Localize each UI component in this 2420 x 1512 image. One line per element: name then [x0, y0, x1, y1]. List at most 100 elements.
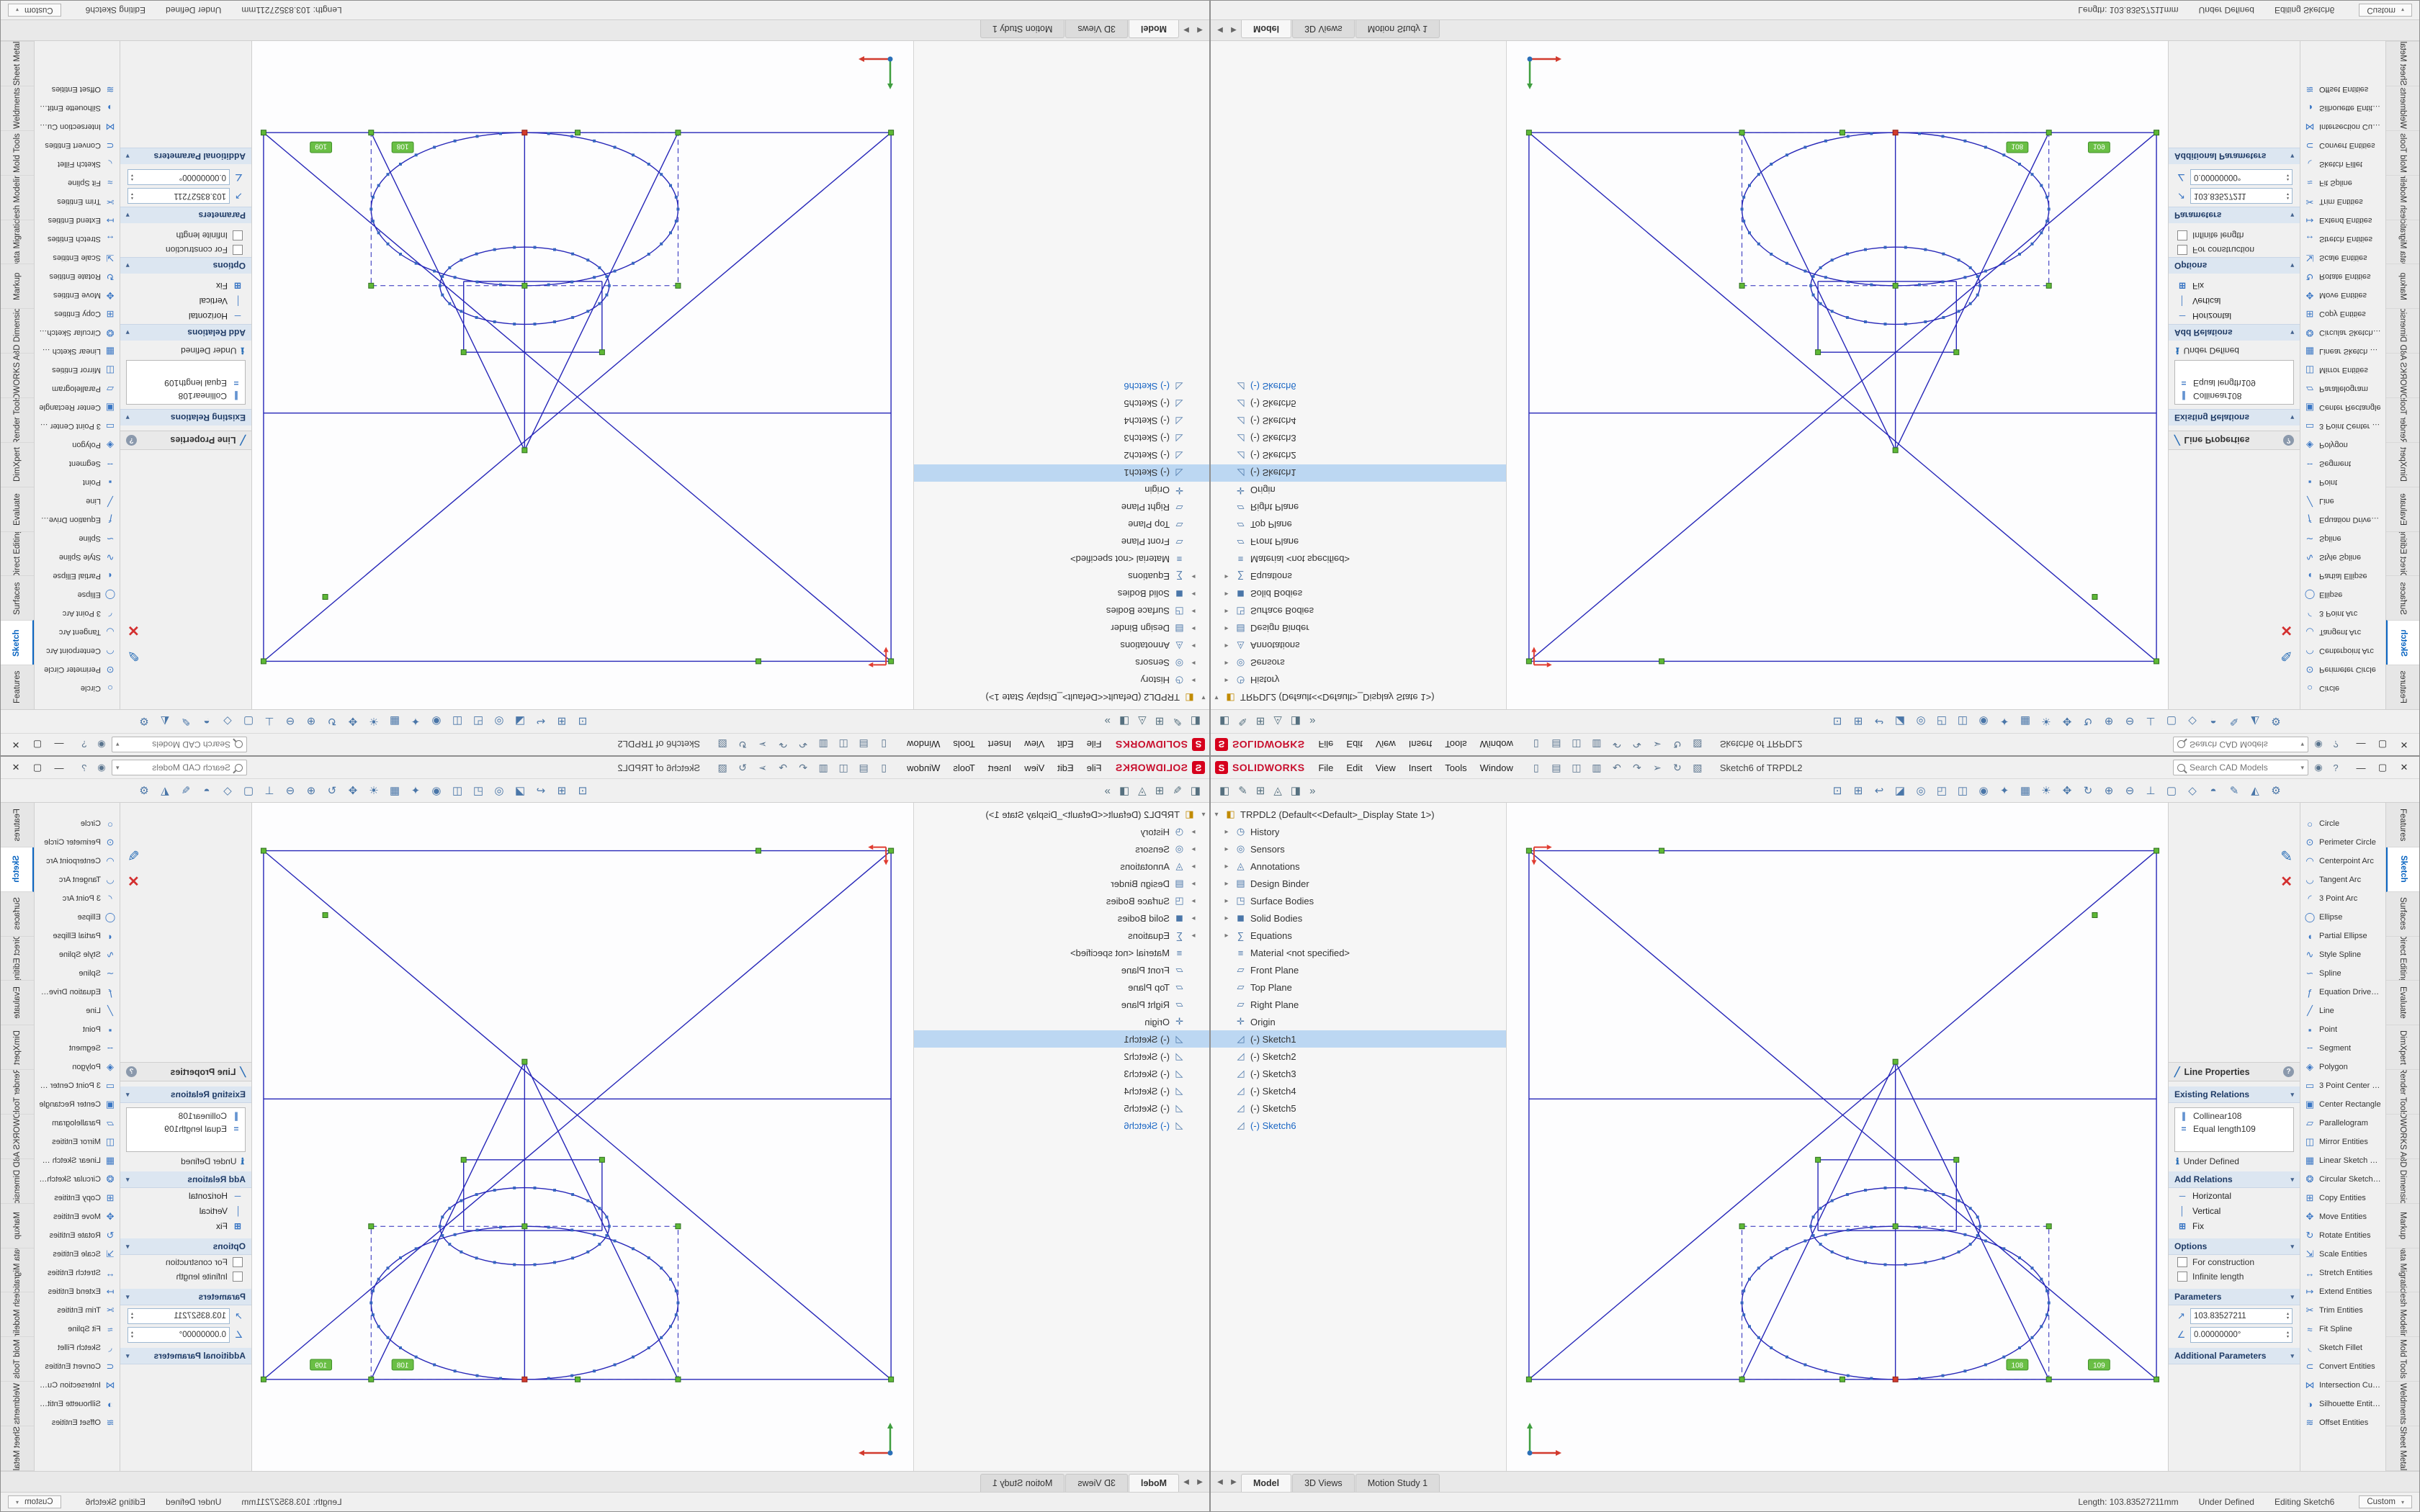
flyout-expand-icon[interactable]: »: [1104, 784, 1111, 797]
tree-item[interactable]: ▸ ◷ History: [1211, 823, 1506, 840]
tree-item[interactable]: ▱ Top Plane: [1211, 516, 1506, 534]
tree-item[interactable]: ◿ (-) Sketch1: [914, 464, 1209, 482]
sketch-tool-button[interactable]: ↦ Extend Entities: [2300, 211, 2385, 230]
commandmanager-tab[interactable]: Sheet Metal: [1, 41, 34, 86]
commandmanager-tab[interactable]: Data Migration: [2386, 219, 2419, 264]
sketch-tool-button[interactable]: ∽ Spline: [35, 964, 120, 983]
sketch-tool-button[interactable]: ⋈ Intersection Curve: [35, 117, 120, 136]
expand-arrow-icon[interactable]: ▸: [1224, 845, 1229, 853]
options-header[interactable]: Options ▾: [2169, 257, 2300, 274]
commandmanager-tab[interactable]: Features: [2386, 665, 2419, 709]
search-box[interactable]: ▾: [112, 760, 247, 775]
tree-item[interactable]: ▾ ◧ TRPDL2 (Default<<Default>_Display St…: [1211, 689, 1506, 706]
tree-item[interactable]: ◿ (-) Sketch5: [914, 395, 1209, 413]
previous-view-icon[interactable]: ↩: [1874, 715, 1884, 727]
commandmanager-tab[interactable]: Mesh Modeling: [2386, 174, 2419, 220]
new-file-icon[interactable]: ▯: [1533, 739, 1539, 751]
display-style-icon[interactable]: ◫: [1957, 785, 1968, 797]
pan-icon[interactable]: ✥: [348, 785, 358, 797]
dimxpertmanager-tab-icon[interactable]: ◬: [1138, 715, 1147, 727]
commandmanager-tab[interactable]: Weldments: [2386, 1382, 2419, 1427]
commandmanager-tab[interactable]: Surfaces: [2386, 575, 2419, 621]
option-row[interactable]: Infinite length: [120, 228, 251, 243]
tab-scroll-left-icon[interactable]: ◀: [1197, 26, 1203, 35]
tree-item[interactable]: ▸ ◳ Surface Bodies: [1211, 892, 1506, 909]
sketch-tool-button[interactable]: ◑ Silhouette Entities: [2300, 1395, 2385, 1413]
tree-item[interactable]: ◿ (-) Sketch5: [1211, 1099, 1506, 1117]
sketch-tool-button[interactable]: ✥ Move Entities: [2300, 286, 2385, 305]
commandmanager-tab[interactable]: Direct Editing: [2386, 531, 2419, 576]
tree-item[interactable]: ≡ Material <not specified>: [914, 551, 1209, 568]
menu-item[interactable]: Insert: [1408, 739, 1433, 750]
sketch-tool-button[interactable]: ◟ Sketch Fillet: [2300, 1338, 2385, 1357]
sketch-tool-button[interactable]: ∿ Style Spline: [2300, 945, 2385, 964]
spinner[interactable]: ▴ ▾: [2287, 192, 2289, 200]
instant-3d-icon[interactable]: ◭: [161, 785, 169, 797]
menu-item[interactable]: View: [1024, 739, 1045, 750]
tree-item[interactable]: ◿ (-) Sketch2: [914, 1048, 1209, 1065]
menu-item[interactable]: Insert: [1408, 762, 1433, 773]
rebuild-icon[interactable]: ↻: [738, 761, 747, 773]
option-row[interactable]: Infinite length: [2169, 228, 2300, 243]
document-tab[interactable]: Motion Study 1: [980, 1474, 1065, 1492]
sketch-tool-button[interactable]: ≈ Fit Spline: [2300, 1320, 2385, 1338]
exit-sketch-icon[interactable]: ✎: [127, 849, 140, 865]
sketch-tool-button[interactable]: ⇲ Scale Entities: [2300, 1245, 2385, 1264]
displaymanager-tab-icon[interactable]: ◨: [1290, 715, 1301, 727]
maximize-button[interactable]: ▢: [2378, 739, 2388, 750]
save-icon[interactable]: ◫: [838, 761, 848, 773]
zoom-in-icon[interactable]: ⊕: [2104, 785, 2114, 797]
view-settings-icon[interactable]: ☀: [2041, 785, 2051, 797]
sketch-tool-button[interactable]: ∽ Spline: [35, 529, 120, 548]
menu-item[interactable]: Edit: [1346, 739, 1363, 750]
new-file-icon[interactable]: ▯: [881, 739, 887, 751]
view-orientation-icon[interactable]: ◰: [1936, 715, 1948, 727]
tree-item[interactable]: ◿ (-) Sketch6: [914, 378, 1209, 395]
section-view-icon[interactable]: ◪: [514, 785, 526, 797]
additional-parameters-header[interactable]: Additional Parameters ▾: [2169, 1348, 2300, 1364]
sketch-tool-button[interactable]: ○ Circle: [2300, 679, 2385, 698]
tree-item[interactable]: ▾ ◧ TRPDL2 (Default<<Default>_Display St…: [914, 806, 1209, 823]
sketch-tool-button[interactable]: ↻ Rotate Entities: [2300, 1226, 2385, 1245]
commandmanager-tab[interactable]: Data Migration: [2386, 1248, 2419, 1293]
open-file-icon[interactable]: ▤: [859, 761, 869, 773]
commandmanager-tab[interactable]: Weldments: [1, 85, 34, 130]
spinner-down-icon[interactable]: ▾: [2286, 192, 2289, 196]
pm-help-icon[interactable]: ?: [2283, 435, 2294, 446]
existing-relations-header[interactable]: Existing Relations ▾: [2169, 409, 2300, 426]
sketch-tool-button[interactable]: ↦ Extend Entities: [2300, 1282, 2385, 1301]
maximize-button[interactable]: ▢: [32, 739, 42, 750]
rotate-view-icon[interactable]: ↻: [2083, 785, 2093, 797]
add-relation-button[interactable]: │ Vertical: [120, 1203, 251, 1218]
zoom-out-icon[interactable]: ⊖: [2125, 715, 2135, 727]
featuremanager-tab-icon[interactable]: ◧: [1219, 715, 1230, 727]
sketch-tool-button[interactable]: ⊙ Perimeter Circle: [35, 660, 120, 679]
commandmanager-tab[interactable]: Surfaces: [2386, 892, 2419, 937]
tree-item[interactable]: ◿ (-) Sketch3: [914, 1065, 1209, 1082]
document-tab[interactable]: Motion Study 1: [1355, 20, 1440, 38]
menu-item[interactable]: Edit: [1057, 739, 1074, 750]
relations-listbox[interactable]: ∥ Collinear108 = Equal length109: [126, 360, 246, 405]
sketch-tool-button[interactable]: ❂ Circular Sketch Pattern: [35, 1170, 120, 1189]
file-properties-icon[interactable]: ▧: [1693, 739, 1703, 751]
sketch-tool-button[interactable]: ƒ Equation Driven Curve: [35, 510, 120, 529]
sketch-tool-button[interactable]: ≈ Fit Spline: [35, 174, 120, 192]
menu-item[interactable]: Edit: [1346, 762, 1363, 773]
expand-arrow-icon[interactable]: ▸: [1224, 931, 1229, 940]
sketch-mode-icon[interactable]: ✎: [2229, 715, 2239, 727]
tree-item[interactable]: ◿ (-) Sketch4: [914, 1082, 1209, 1099]
angle-field[interactable]: 0.00000000° ▴ ▾: [127, 169, 230, 185]
sketch-tool-button[interactable]: ✂ Trim Entities: [2300, 1301, 2385, 1320]
existing-relations-header[interactable]: Existing Relations ▾: [2169, 1086, 2300, 1103]
expand-arrow-icon[interactable]: ▾: [1214, 693, 1219, 702]
menu-item[interactable]: File: [1086, 762, 1102, 773]
propertymanager-tab-icon[interactable]: ✎: [1173, 715, 1182, 727]
search-input[interactable]: [122, 762, 232, 773]
sketch-tool-button[interactable]: ◯ Ellipse: [35, 585, 120, 604]
commandmanager-tab[interactable]: SOLIDWORKS Add-ins: [2386, 353, 2419, 397]
spinner-up-icon[interactable]: ▴: [131, 177, 134, 181]
add-relation-button[interactable]: ⊞ Fix: [216, 1220, 242, 1231]
zoom-out-icon[interactable]: ⊖: [285, 785, 295, 797]
add-relation-button[interactable]: ─ Horizontal: [2169, 309, 2300, 324]
tab-scroll-left-icon[interactable]: ◀: [1217, 1477, 1223, 1486]
